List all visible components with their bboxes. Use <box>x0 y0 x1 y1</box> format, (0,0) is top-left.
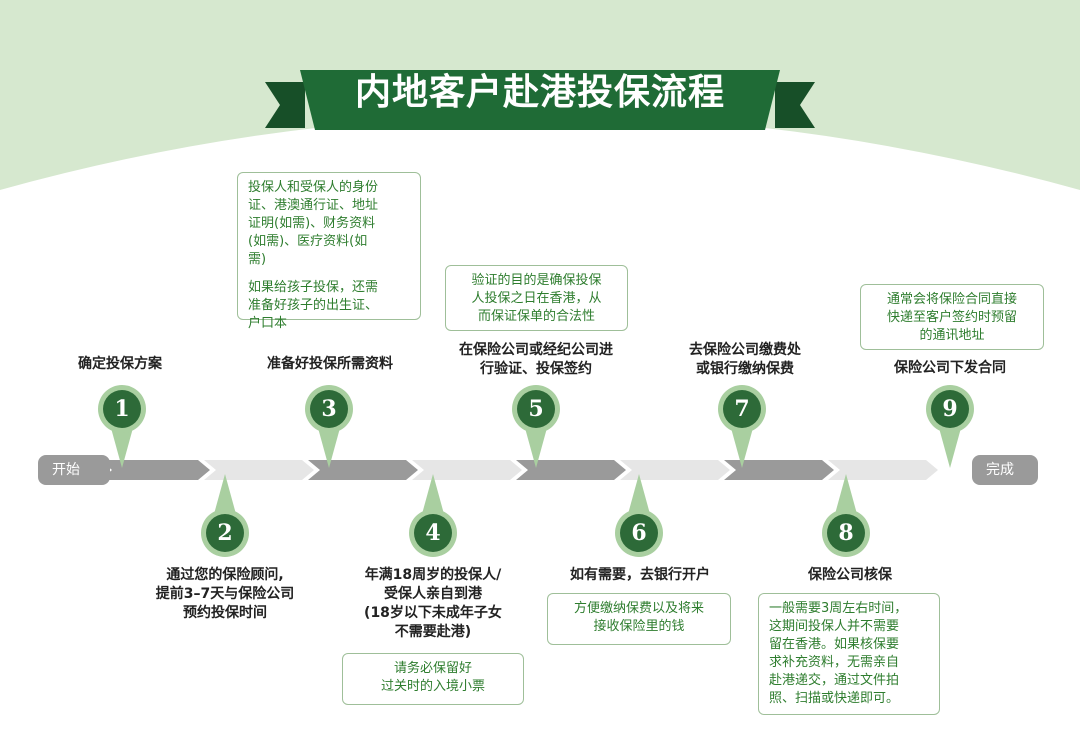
step-3-pin <box>305 385 353 468</box>
step-1-label: 确定投保方案 <box>78 356 162 372</box>
step-4-pin <box>409 474 457 557</box>
timeline <box>38 455 1038 485</box>
timeline-segment <box>620 460 730 480</box>
timeline-segment <box>100 460 210 480</box>
end-label: 完成 <box>986 462 1014 478</box>
step-1-pin <box>98 385 146 468</box>
start-label: 开始 <box>52 462 80 478</box>
timeline-segment <box>204 460 314 480</box>
step-7-number: 7 <box>734 396 750 422</box>
step-8-label: 保险公司核保 <box>808 567 892 583</box>
step-7-label: 去保险公司缴费处 或银行缴纳保费 <box>689 342 801 377</box>
timeline-segment <box>516 460 626 480</box>
step-2-number: 2 <box>217 520 233 546</box>
step-6-label: 如有需要，去银行开户 <box>570 567 710 583</box>
page-title: 内地客户赴港投保流程 <box>354 72 725 113</box>
start-pill <box>38 455 110 485</box>
title-ribbon <box>265 70 815 130</box>
step-9-number: 9 <box>942 396 958 422</box>
step-8-note: 一般需要3周左右时间， 这期间投保人并不需要 留在香港。如果核保要 求补充资料，… <box>758 593 940 715</box>
step-5-label: 在保险公司或经纪公司进 行验证、投保签约 <box>459 342 613 377</box>
step-2-pin <box>201 474 249 557</box>
step-9-pin <box>926 385 974 468</box>
step-6-number: 6 <box>631 520 647 546</box>
step-8-number: 8 <box>838 520 854 546</box>
timeline-segment <box>412 460 522 480</box>
step-6-pin <box>615 474 663 557</box>
step-5-pin <box>512 385 560 468</box>
step-4-number: 4 <box>425 520 441 546</box>
step-4-label: 年满18周岁的投保人/ 受保人亲自到港 (18岁以下未成年子女 不需要赴港) <box>364 567 502 640</box>
step-3-label: 准备好投保所需资料 <box>267 356 393 372</box>
step-9-label: 保险公司下发合同 <box>894 360 1006 376</box>
step-5-number: 5 <box>528 396 544 422</box>
step-6-note: 方便缴纳保费以及将来 接收保险里的钱 <box>547 593 731 645</box>
step-2-label: 通过您的保险顾问, 提前3–7天与保险公司 预约投保时间 <box>155 567 295 621</box>
step-3-number: 3 <box>321 396 337 422</box>
timeline-segment <box>828 460 938 480</box>
timeline-segment <box>308 460 418 480</box>
step-4-note: 请务必保留好 过关时的入境小票 <box>342 653 524 705</box>
step-1-number: 1 <box>114 396 130 422</box>
step-3-note: 投保人和受保人的身份 证、港澳通行证、地址 证明(如需)、财务资料 (如需)、医… <box>237 172 421 331</box>
step-5-note: 验证的目的是确保投保 人投保之日在香港，从 而保证保单的合法性 <box>445 265 628 331</box>
step-8-pin <box>822 474 870 557</box>
step-7-pin <box>718 385 766 468</box>
step-9-note: 通常会将保险合同直接 快递至客户签约时预留 的通讯地址 <box>860 284 1044 350</box>
timeline-segment <box>724 460 834 480</box>
end-pill <box>972 455 1038 485</box>
